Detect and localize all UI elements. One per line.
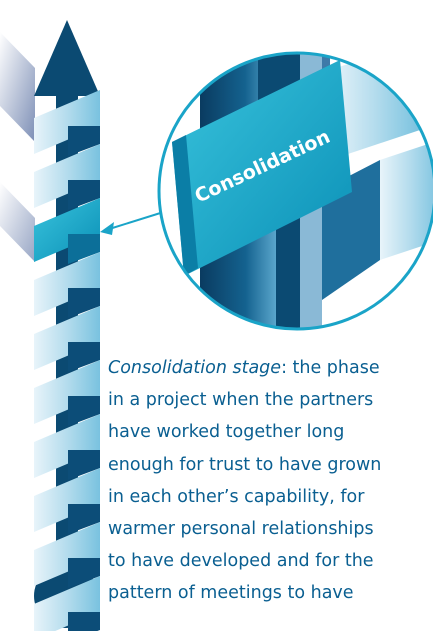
arrow-head: [34, 20, 100, 96]
caption-line: pattern of meetings to have: [108, 583, 354, 604]
caption-line: enough for trust to have grown: [108, 454, 382, 475]
magnifier-circle: Consolidation: [157, 51, 433, 331]
helix-back-fold: [68, 234, 100, 264]
consolidation-band: [172, 60, 352, 276]
helix-back-fold: [68, 450, 100, 480]
helix-back-fold: [68, 558, 100, 588]
helix-back-fold: [68, 126, 100, 156]
helix-back-fold: [68, 504, 100, 534]
caption-line: in a project when the partners: [108, 390, 374, 411]
helix-back-fold: [68, 288, 100, 318]
helix-ribbon: [34, 90, 100, 631]
helix-segment: [34, 90, 100, 154]
helix-segment: [34, 468, 100, 532]
background-ribbon: [0, 32, 35, 262]
helix-segment: [34, 414, 100, 478]
helix-back-fold: [68, 180, 100, 210]
caption-line: warmer personal relationships: [108, 519, 374, 540]
caption-line-1: Consolidation stage: the phase: [108, 352, 433, 384]
caption-line: have worked together long: [108, 422, 345, 443]
helix-segment: [34, 360, 100, 424]
helix-back-fold: [68, 612, 100, 631]
helix-segment: [34, 144, 100, 208]
caption-line-1-rest: : the phase: [281, 358, 380, 378]
helix-teal-segment: [34, 198, 100, 262]
caption-paragraph: Consolidation stage: the phase in a proj…: [108, 352, 433, 610]
caption-line: to have developed and for the: [108, 551, 374, 572]
helix-segment: [34, 522, 100, 586]
helix-segment: [34, 252, 100, 316]
helix-back-fold: [68, 342, 100, 372]
helix-segment: [34, 306, 100, 370]
caption-term: Consolidation stage: [108, 358, 282, 378]
helix-back-fold: [68, 396, 100, 426]
caption-line: in each other’s capability, for: [108, 486, 365, 507]
